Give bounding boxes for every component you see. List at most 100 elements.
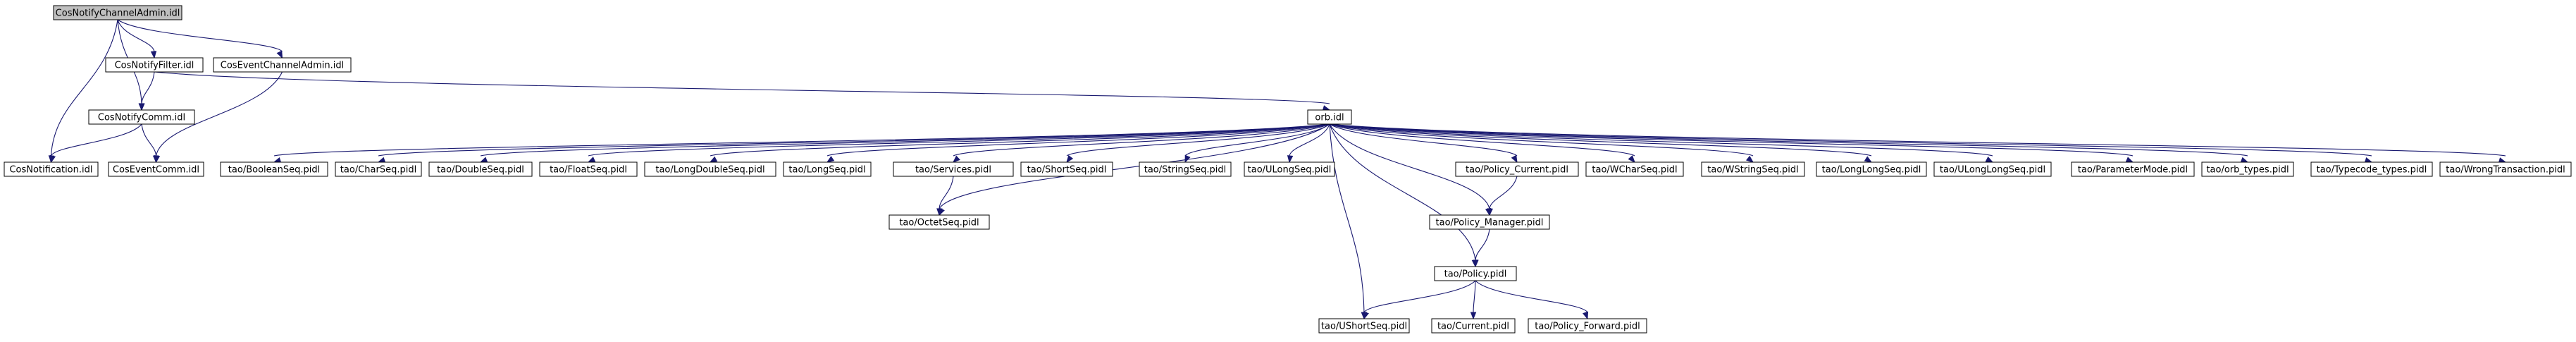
- node-tao-charseq-pidl[interactable]: tao/CharSeq.pidl: [335, 161, 422, 177]
- edge-line: [1329, 123, 2248, 157]
- node-box[interactable]: [428, 161, 533, 177]
- node-label: tao/Policy_Manager.pidl: [1436, 218, 1544, 228]
- node-box[interactable]: [1020, 161, 1113, 177]
- node-tao-doubleseq-pidl[interactable]: tao/DoubleSeq.pidl: [428, 161, 533, 177]
- node-box[interactable]: [1318, 318, 1410, 334]
- node-label: CosNotifyFilter.idl: [115, 61, 194, 71]
- node-box[interactable]: [108, 161, 204, 177]
- node-box[interactable]: [2310, 161, 2433, 177]
- node-tao-ushortseq-pidl[interactable]: tao/UShortSeq.pidl: [1318, 318, 1410, 334]
- edge-line: [50, 19, 118, 157]
- node-tao-ulonglongseq-pidl[interactable]: tao/ULongLongSeq.pidl: [1933, 161, 2052, 177]
- node-box[interactable]: [1701, 161, 1805, 177]
- node-tao-policy-manager-pidl[interactable]: tao/Policy_Manager.pidl: [1429, 214, 1550, 230]
- node-orb-idl[interactable]: orb.idl: [1307, 109, 1352, 125]
- node-box[interactable]: [1585, 161, 1684, 177]
- node-tao-floatseq-pidl[interactable]: tao/FloatSeq.pidl: [539, 161, 638, 177]
- node-label: tao/StringSeq.pidl: [1144, 165, 1227, 176]
- node-cosnotification-idl[interactable]: CosNotification.idl: [4, 161, 99, 177]
- node-cosnotifycomm-idl[interactable]: CosNotifyComm.idl: [88, 109, 195, 125]
- node-tao-longdoubleseq-pidl[interactable]: tao/LongDoubleSeq.pidl: [644, 161, 776, 177]
- node-label: tao/ULongLongSeq.pidl: [1940, 165, 2045, 176]
- node-box[interactable]: [1434, 266, 1517, 281]
- node-label: tao/ParameterMode.pidl: [2078, 165, 2188, 176]
- node-box[interactable]: [783, 161, 872, 177]
- node-tao-octetseq-pidl[interactable]: tao/OctetSeq.pidl: [888, 214, 990, 230]
- node-tao-policy-forward-pidl[interactable]: tao/Policy_Forward.pidl: [1528, 318, 1647, 334]
- node-box[interactable]: [1816, 161, 1927, 177]
- edge-n6-n9: [479, 123, 1330, 163]
- node-box[interactable]: [893, 161, 1014, 177]
- node-tao-ulongseq-pidl[interactable]: tao/ULongSeq.pidl: [1244, 161, 1335, 177]
- node-box[interactable]: [4, 161, 99, 177]
- edge-line: [1329, 123, 2372, 157]
- node-tao-orb-types-pidl[interactable]: tao/orb_types.pidl: [2201, 161, 2294, 177]
- node-box[interactable]: [53, 5, 182, 20]
- edge-line: [1475, 228, 1490, 261]
- node-box[interactable]: [1933, 161, 2052, 177]
- edge-n6-n13: [952, 123, 1330, 163]
- node-box[interactable]: [1455, 161, 1579, 177]
- node-tao-longlongseq-pidl[interactable]: tao/LongLongSeq.pidl: [1816, 161, 1927, 177]
- node-label: CosEventComm.idl: [113, 165, 199, 176]
- node-tao-stringseq-pidl[interactable]: tao/StringSeq.pidl: [1139, 161, 1232, 177]
- node-box[interactable]: [2201, 161, 2294, 177]
- node-box[interactable]: [1139, 161, 1232, 177]
- edge-n27-n28: [1473, 228, 1490, 268]
- edge-line: [273, 123, 1330, 157]
- node-box[interactable]: [1244, 161, 1335, 177]
- node-box[interactable]: [2439, 161, 2572, 177]
- node-tao-booleanseq-pidl[interactable]: tao/BooleanSeq.pidl: [220, 161, 328, 177]
- node-tao-current-pidl[interactable]: tao/Current.pidl: [1431, 318, 1516, 334]
- node-cosnotifyfilter-idl[interactable]: CosNotifyFilter.idl: [105, 57, 204, 73]
- arrowhead-icon: [587, 157, 596, 163]
- node-tao-policy-current-pidl[interactable]: tao/Policy_Current.pidl: [1455, 161, 1579, 177]
- node-label: tao/WCharSeq.pidl: [1592, 165, 1677, 176]
- node-tao-parametermode-pidl[interactable]: tao/ParameterMode.pidl: [2071, 161, 2195, 177]
- node-box[interactable]: [539, 161, 638, 177]
- edge-line: [1329, 123, 1490, 209]
- node-tao-wstringseq-pidl[interactable]: tao/WStringSeq.pidl: [1701, 161, 1805, 177]
- node-box[interactable]: [888, 214, 990, 230]
- node-label: tao/LongLongSeq.pidl: [1822, 165, 1921, 176]
- node-label: CosNotifyChannelAdmin.idl: [56, 8, 180, 19]
- node-tao-wcharseq-pidl[interactable]: tao/WCharSeq.pidl: [1585, 161, 1684, 177]
- node-box[interactable]: [2071, 161, 2195, 177]
- edge-n6-n18: [1329, 123, 1635, 164]
- node-tao-shortseq-pidl[interactable]: tao/ShortSeq.pidl: [1020, 161, 1113, 177]
- node-coseventcomm-idl[interactable]: CosEventComm.idl: [108, 161, 204, 177]
- node-cosnotifychanneladmin-idl[interactable]: CosNotifyChannelAdmin.idl: [53, 5, 182, 20]
- node-tao-typecode-types-pidl[interactable]: tao/Typecode_types.pidl: [2310, 161, 2433, 177]
- node-box[interactable]: [1431, 318, 1516, 334]
- node-box[interactable]: [220, 161, 328, 177]
- edge-line: [141, 71, 155, 104]
- arrowhead-icon: [1287, 155, 1294, 164]
- node-tao-wrongtransaction-pidl[interactable]: tao/WrongTransaction.pidl: [2439, 161, 2572, 177]
- node-label: tao/DoubleSeq.pidl: [437, 165, 524, 176]
- node-coseventchanneladmin-idl[interactable]: CosEventChannelAdmin.idl: [213, 57, 352, 73]
- edges-layer: [48, 19, 2507, 320]
- edge-line: [1329, 123, 1518, 157]
- node-box[interactable]: [88, 109, 195, 125]
- node-tao-policy-pidl[interactable]: tao/Policy.pidl: [1434, 266, 1517, 281]
- node-tao-longseq-pidl[interactable]: tao/LongSeq.pidl: [783, 161, 872, 177]
- node-label: tao/UShortSeq.pidl: [1321, 322, 1407, 332]
- node-box[interactable]: [335, 161, 422, 177]
- node-box[interactable]: [1429, 214, 1550, 230]
- node-label: tao/Policy_Current.pidl: [1466, 165, 1568, 176]
- arrowhead-icon: [1473, 259, 1479, 268]
- edge-line: [1473, 280, 1476, 313]
- arrowhead-icon: [952, 155, 960, 163]
- edge-n6-n12: [826, 123, 1330, 163]
- node-box[interactable]: [1528, 318, 1647, 334]
- node-box[interactable]: [105, 57, 204, 73]
- node-label: tao/WrongTransaction.pidl: [2446, 165, 2565, 176]
- node-box[interactable]: [213, 57, 352, 73]
- edge-line: [1329, 123, 1754, 157]
- node-box[interactable]: [644, 161, 776, 177]
- node-label: orb.idl: [1315, 113, 1344, 123]
- arrowhead-icon: [1363, 311, 1369, 320]
- node-box[interactable]: [1307, 109, 1352, 125]
- node-tao-services-pidl[interactable]: tao/Services.pidl: [893, 161, 1014, 177]
